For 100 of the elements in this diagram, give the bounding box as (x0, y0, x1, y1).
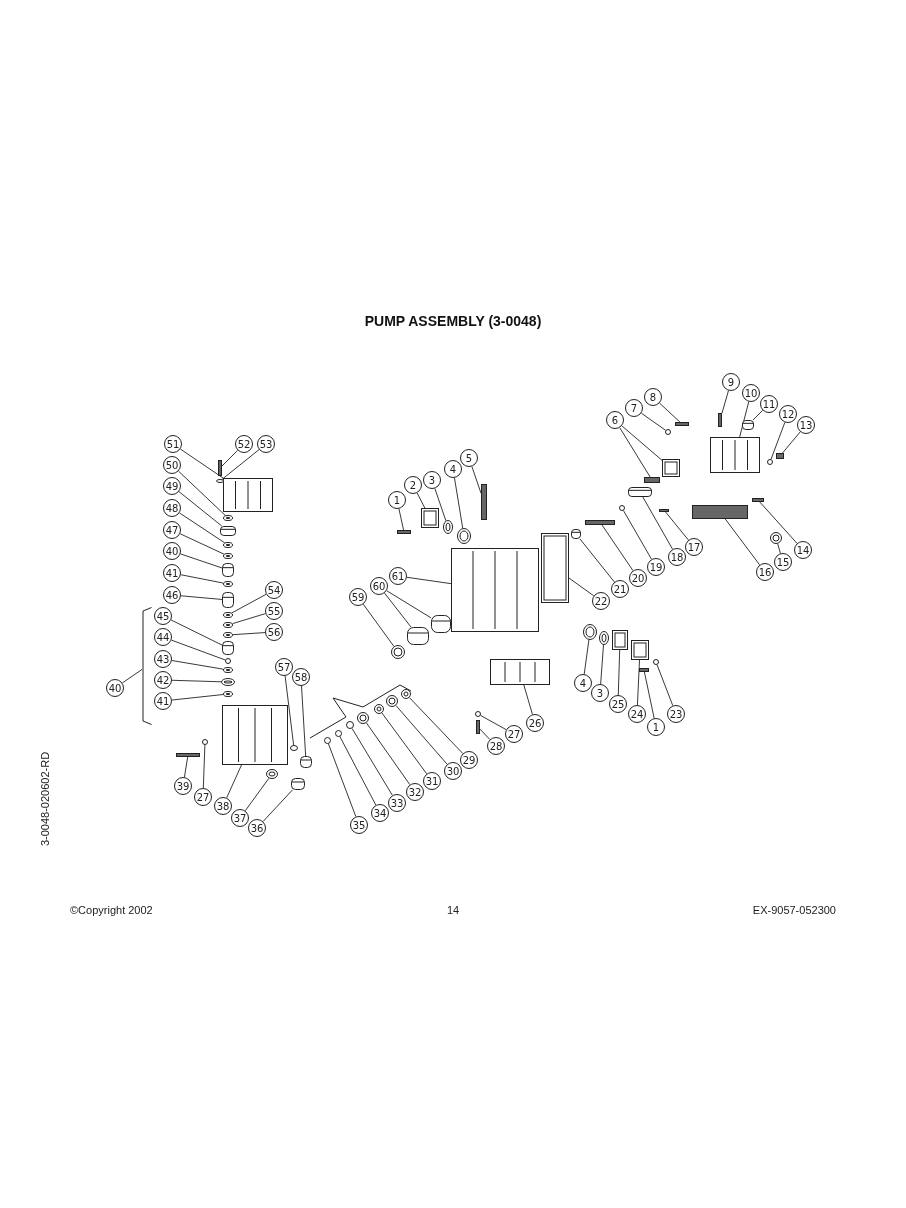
ring-part (216, 479, 224, 483)
callout-number: 6 (606, 411, 624, 429)
ring-part (223, 542, 233, 548)
leader-line (621, 425, 663, 461)
callout-number: 36 (248, 819, 266, 837)
ring-part (223, 691, 233, 697)
callout-number: 38 (214, 797, 232, 815)
rod-part (585, 519, 615, 525)
leader-line (619, 427, 651, 478)
callout-number: 22 (592, 592, 610, 610)
sleeve-part (222, 592, 234, 608)
rod-part (481, 484, 487, 520)
leader-line (454, 477, 464, 529)
rod-part (644, 477, 660, 483)
ring-part (223, 581, 233, 587)
callout-number: 60 (370, 577, 388, 595)
leader-line (362, 603, 395, 647)
ring-part (374, 704, 384, 714)
leader-line (386, 590, 432, 619)
leader-line (178, 470, 226, 516)
callout-number: 23 (667, 705, 685, 723)
callout-number: 8 (644, 388, 662, 406)
callout-number: 39 (174, 777, 192, 795)
leader-line (226, 764, 242, 799)
housing-part (490, 659, 550, 685)
ring-part (357, 712, 369, 724)
leader-line (479, 728, 491, 740)
leader-line (262, 789, 293, 822)
callout-number: 32 (406, 783, 424, 801)
callout-number: 61 (389, 567, 407, 585)
sleeve-part (571, 529, 581, 539)
rod-part (218, 460, 222, 476)
callout-number: 57 (275, 658, 293, 676)
callout-number: 7 (625, 399, 643, 417)
leader-line (601, 524, 634, 571)
leader-line (170, 619, 223, 646)
callout-number: 30 (444, 762, 462, 780)
callout-number: 55 (265, 602, 283, 620)
sleeve-part (222, 641, 234, 655)
ring-part (334, 729, 342, 737)
sleeve-part (628, 487, 652, 497)
callout-number: 43 (154, 650, 172, 668)
callout-number: 27 (505, 725, 523, 743)
callout-number: 37 (231, 809, 249, 827)
callout-number: 47 (163, 521, 181, 539)
leader-line (640, 412, 666, 431)
housing-part (421, 508, 439, 528)
bracket (142, 607, 152, 725)
callout-number: 58 (292, 668, 310, 686)
drawing-number: 3-0048-020602-RD (39, 750, 51, 849)
ring-part (223, 612, 233, 618)
leader-line (179, 533, 225, 555)
leader-line (339, 735, 377, 806)
rod-part (752, 498, 764, 502)
rod-part (659, 508, 669, 512)
ring-part (202, 739, 208, 745)
leader-line (232, 632, 266, 636)
sleeve-part (222, 563, 234, 577)
callout-number: 34 (371, 804, 389, 822)
leader-line (642, 496, 673, 550)
rod-part (176, 753, 200, 757)
callout-number: 19 (647, 558, 665, 576)
document-number: EX-9057-052300 (752, 904, 836, 916)
callout-number: 48 (163, 499, 181, 517)
callout-number: 1 (647, 718, 665, 736)
leader-line (656, 664, 674, 707)
leader-line (221, 449, 239, 467)
callout-number: 53 (257, 435, 275, 453)
leader-line (184, 756, 189, 778)
leader-line (480, 715, 507, 731)
housing-part (662, 459, 680, 477)
leader-line (231, 593, 267, 614)
rod-part (718, 413, 722, 427)
leader-line (777, 543, 781, 554)
leader-line (351, 727, 393, 796)
ring-part (225, 658, 231, 664)
ring-part (346, 721, 354, 729)
callout-number: 4 (574, 674, 592, 692)
ring-part (266, 769, 278, 779)
leader-line (180, 595, 223, 600)
callout-number: 20 (629, 569, 647, 587)
callout-number: 14 (794, 541, 812, 559)
rod-part (397, 530, 411, 534)
leader-line (721, 390, 729, 414)
callout-number: 5 (460, 449, 478, 467)
leader-line (770, 422, 786, 460)
callout-number: 15 (774, 553, 792, 571)
callout-number: 44 (154, 628, 172, 646)
leader-line (664, 511, 689, 541)
housing-part (631, 640, 649, 660)
leader-line (523, 684, 533, 715)
callout-number: 41 (163, 564, 181, 582)
rod-part (692, 505, 748, 519)
leader-line (659, 402, 681, 423)
copyright-note: ©Copyright 2002 (70, 904, 153, 916)
ring-part (401, 689, 411, 699)
callout-number: 24 (628, 705, 646, 723)
ring-part (323, 736, 331, 744)
sleeve-part (291, 778, 305, 790)
callout-number: 26 (526, 714, 544, 732)
